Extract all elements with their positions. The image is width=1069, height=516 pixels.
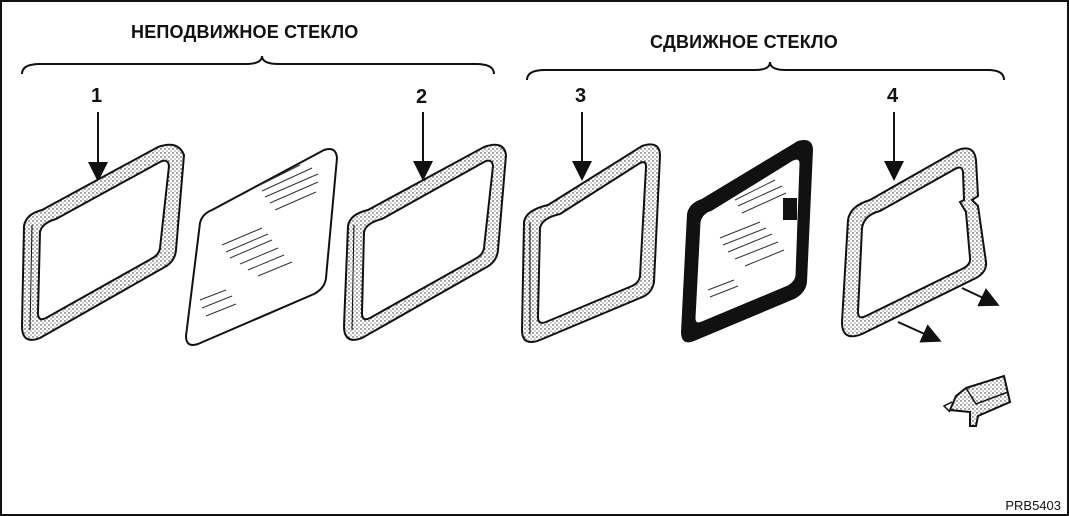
direction-arrow-right bbox=[961, 287, 1000, 307]
callout-label-2: 2 bbox=[416, 86, 428, 108]
retaining-clip bbox=[942, 374, 1012, 427]
callout-label-4: 4 bbox=[887, 85, 899, 107]
sliding-glass-pane bbox=[680, 140, 814, 343]
sliding-glass-group-title: СДВИЖНОЕ СТЕКЛО bbox=[650, 32, 838, 52]
seal-4 bbox=[840, 147, 988, 338]
brace-sliding bbox=[526, 61, 1005, 81]
seal-2 bbox=[342, 143, 508, 341]
seal-1 bbox=[20, 143, 186, 341]
callout-label-1: 1 bbox=[91, 85, 103, 107]
brace-fixed bbox=[21, 55, 495, 75]
direction-arrow-lower bbox=[897, 321, 942, 343]
seal-3 bbox=[520, 143, 662, 343]
callout-label-3: 3 bbox=[575, 85, 587, 107]
fixed-glass-group-title: НЕПОДВИЖНОЕ СТЕКЛО bbox=[131, 22, 359, 42]
fixed-glass-pane bbox=[184, 148, 339, 346]
figure-code: PRB5403 bbox=[1005, 498, 1061, 513]
